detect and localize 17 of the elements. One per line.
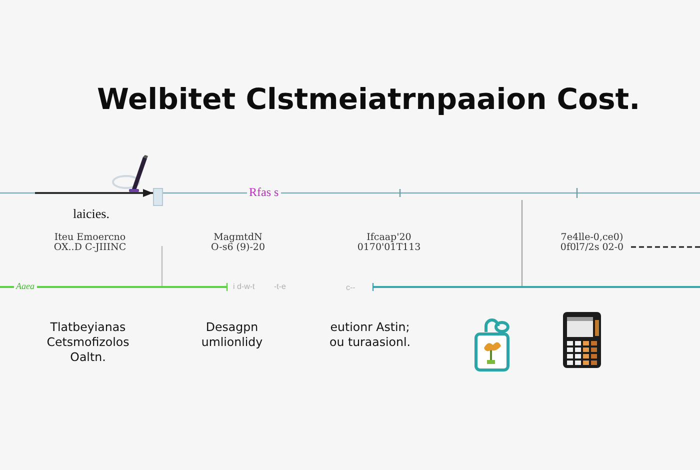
phase-label: laicies. [73, 206, 110, 221]
date-label: Ifcaap'20 0170'01T113 [356, 233, 422, 253]
description-text: Desagpn umlionlidy [200, 320, 264, 350]
date-label: Iteu Emoercno OX..D C-JIIINC [52, 233, 128, 253]
faint-label: c-- [346, 283, 356, 293]
description-text: eutionr Astin; ou turaasionl. [328, 320, 412, 350]
line-label: Aaea [14, 281, 36, 292]
title: Welbitet Clstmeiatrnpaaion Cost. [97, 82, 640, 116]
line-label: Rfas s [247, 185, 281, 199]
faint-label: -t-e [274, 282, 286, 292]
faint-label: i d-w-t [233, 282, 255, 292]
date-label: MagmtdN O-s6 (9)-20 [210, 233, 266, 253]
arrow [35, 189, 153, 197]
date-label: 7e4lle-0,ce0) 0f0l7/2s 02-0 [553, 233, 631, 253]
dashed-line [631, 246, 700, 248]
description-text: Tlatbeyianas Cetsmofizolos Oaltn. [46, 320, 130, 365]
timeline-marker [153, 188, 163, 206]
